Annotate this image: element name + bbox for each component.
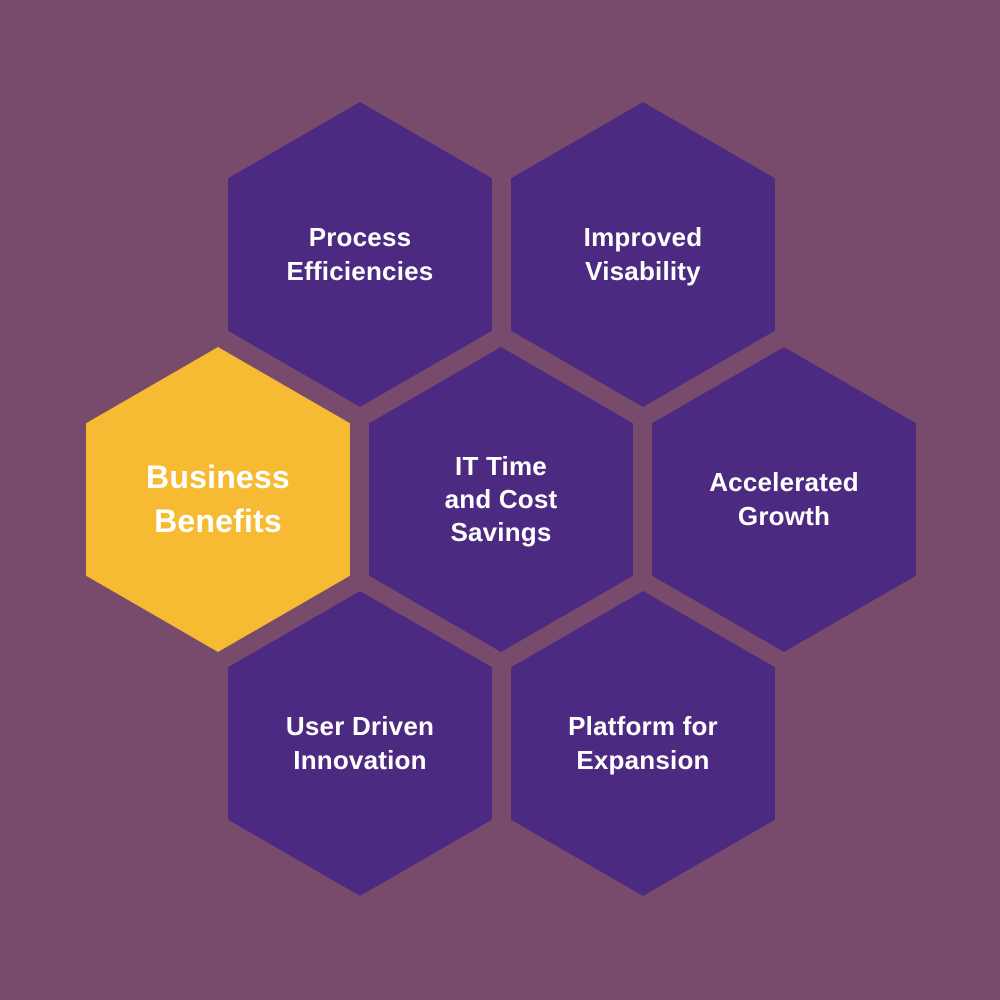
hexagon-business-benefits: Business Benefits bbox=[86, 347, 350, 652]
label-line: IT Time bbox=[455, 450, 547, 481]
hexagon-process-efficiencies: Process Efficiencies bbox=[228, 102, 492, 407]
label-line: Process bbox=[308, 222, 412, 253]
hexagon-improved-visability: Improved Visability bbox=[511, 102, 775, 407]
label-line: Efficiencies bbox=[286, 255, 434, 286]
hexagon-label: Accelerated Growth bbox=[709, 466, 859, 532]
label-line: Savings bbox=[450, 517, 552, 547]
label-line: Innovation bbox=[293, 744, 427, 775]
hexagon-it-time-cost-savings: IT Time and Cost Savings bbox=[369, 347, 633, 652]
hexagon-user-driven-innovation: User Driven Innovation bbox=[228, 591, 492, 896]
hexagon-accelerated-growth: Accelerated Growth bbox=[652, 347, 916, 652]
hexagon-label: IT Time and Cost Savings bbox=[445, 450, 558, 549]
label-line: Business bbox=[146, 458, 290, 495]
label-line: Accelerated bbox=[709, 467, 859, 498]
label-line: Platform for bbox=[568, 711, 718, 742]
hexagon-platform-for-expansion: Platform for Expansion bbox=[511, 591, 775, 896]
label-line: Visability bbox=[585, 255, 701, 286]
hexagon-label: Process Efficiencies bbox=[287, 221, 434, 287]
hexagon-label: Platform for Expansion bbox=[568, 710, 718, 776]
label-line: Expansion bbox=[576, 744, 710, 775]
label-line: User Driven bbox=[285, 711, 435, 742]
hexagon-label: Business Benefits bbox=[146, 456, 290, 543]
label-line: Growth bbox=[737, 500, 831, 531]
hexagon-label: User Driven Innovation bbox=[286, 710, 434, 776]
label-line: and Cost bbox=[444, 483, 558, 514]
hexagon-label: Improved Visability bbox=[584, 221, 703, 287]
label-line: Improved bbox=[583, 222, 703, 253]
label-line: Benefits bbox=[154, 502, 282, 539]
